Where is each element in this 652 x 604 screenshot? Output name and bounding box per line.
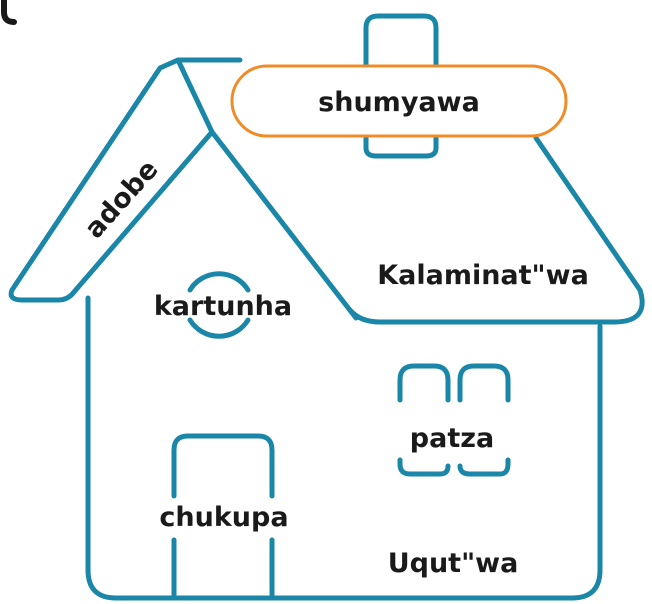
window-left-pane <box>397 363 451 403</box>
door-outline <box>171 433 275 499</box>
roof-label: Kalaminat"wa <box>377 260 589 291</box>
roof-panel <box>175 57 645 325</box>
cropped-heading-fragment <box>1 0 17 25</box>
roof-edge-slab <box>8 57 215 303</box>
door-label: chukupa <box>159 502 288 533</box>
window-label: patza <box>410 423 494 454</box>
chimney-label-pill <box>230 64 568 138</box>
chimney-outline <box>363 13 439 69</box>
round-window-label: kartunha <box>154 291 292 322</box>
window-sill-right <box>457 457 511 477</box>
round-window-bottom <box>187 317 251 339</box>
chimney-base <box>363 133 439 159</box>
house-walls <box>85 295 603 601</box>
wall-label: Uqut"wa <box>388 548 519 579</box>
window-right-pane <box>457 363 511 403</box>
round-window-top <box>187 271 251 293</box>
window-sill-left <box>397 457 451 477</box>
chimney-label: shumyawa <box>318 87 480 118</box>
gable-line <box>209 129 359 321</box>
